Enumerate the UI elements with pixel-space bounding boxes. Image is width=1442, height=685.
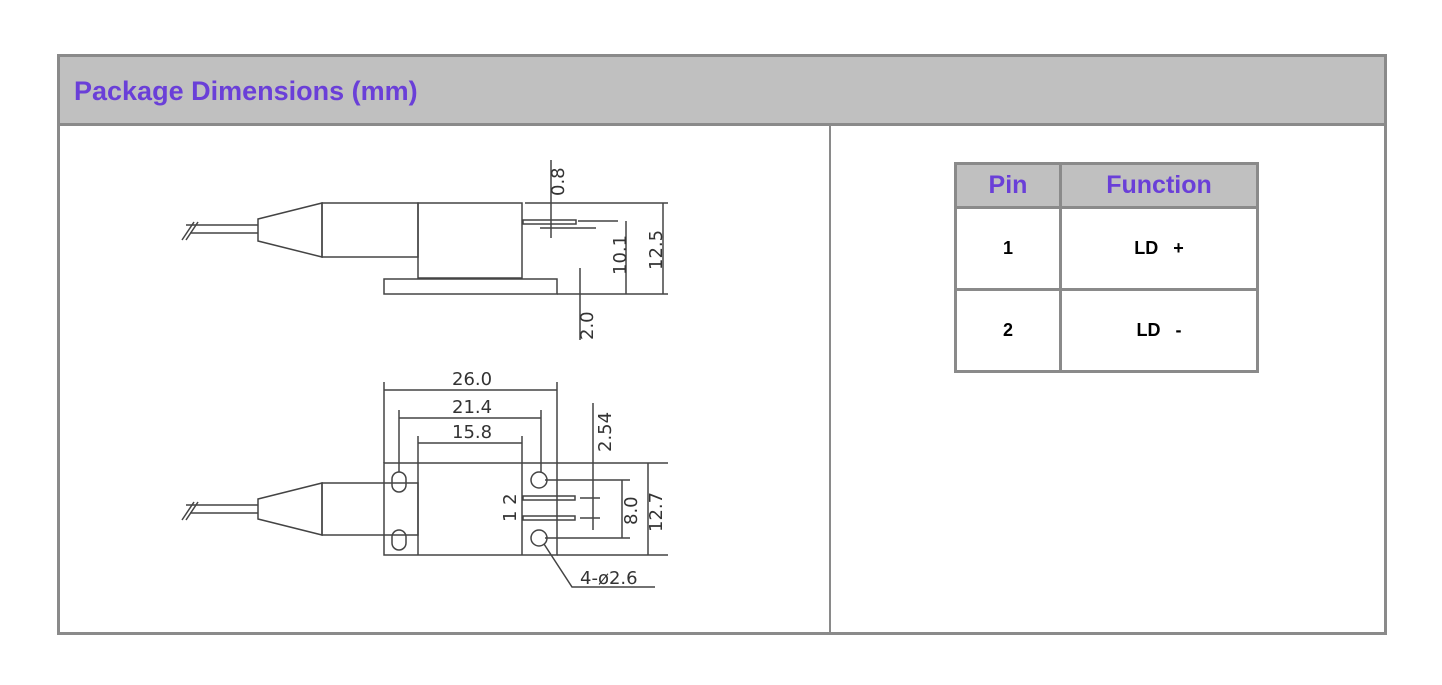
pin-cell: 2 — [954, 288, 1062, 373]
pin-function-table: Pin Function 1 LD + 2 LD - — [954, 162, 1259, 373]
header-function: Function — [1059, 162, 1259, 209]
pin-cell: 1 — [954, 206, 1062, 291]
top-view: 26.0 21.4 15.8 2.54 8.0 12.7 1 2 4-ø2.6 — [181, 369, 668, 589]
hole-note: 4-ø2.6 — [580, 568, 638, 589]
dim-12-7: 12.7 — [646, 492, 667, 532]
dim-12-5: 12.5 — [646, 230, 667, 270]
dim-8-0: 8.0 — [621, 496, 642, 525]
table-header-row: Pin Function — [954, 162, 1259, 209]
dim-0-8: 0.8 — [548, 167, 569, 196]
header-pin: Pin — [954, 162, 1062, 209]
dim-26-0: 26.0 — [452, 369, 492, 390]
function-cell: LD - — [1059, 288, 1259, 373]
dim-2-0: 2.0 — [577, 311, 598, 340]
column-divider — [829, 126, 831, 632]
dim-10-1: 10.1 — [610, 235, 631, 275]
section-title: Package Dimensions (mm) — [74, 76, 418, 106]
package-dimensions-panel: Package Dimensions (mm) — [57, 54, 1387, 635]
section-header: Package Dimensions (mm) — [60, 57, 1384, 126]
side-view: 0.8 10.1 12.5 2.0 — [181, 160, 668, 340]
table-row: 2 LD - — [954, 288, 1259, 373]
function-cell: LD + — [1059, 206, 1259, 291]
table-row: 1 LD + — [954, 206, 1259, 291]
dim-2-54: 2.54 — [595, 412, 616, 452]
dim-21-4: 21.4 — [452, 397, 492, 418]
dim-15-8: 15.8 — [452, 422, 492, 443]
pin-number-labels: 1 2 — [500, 493, 521, 522]
